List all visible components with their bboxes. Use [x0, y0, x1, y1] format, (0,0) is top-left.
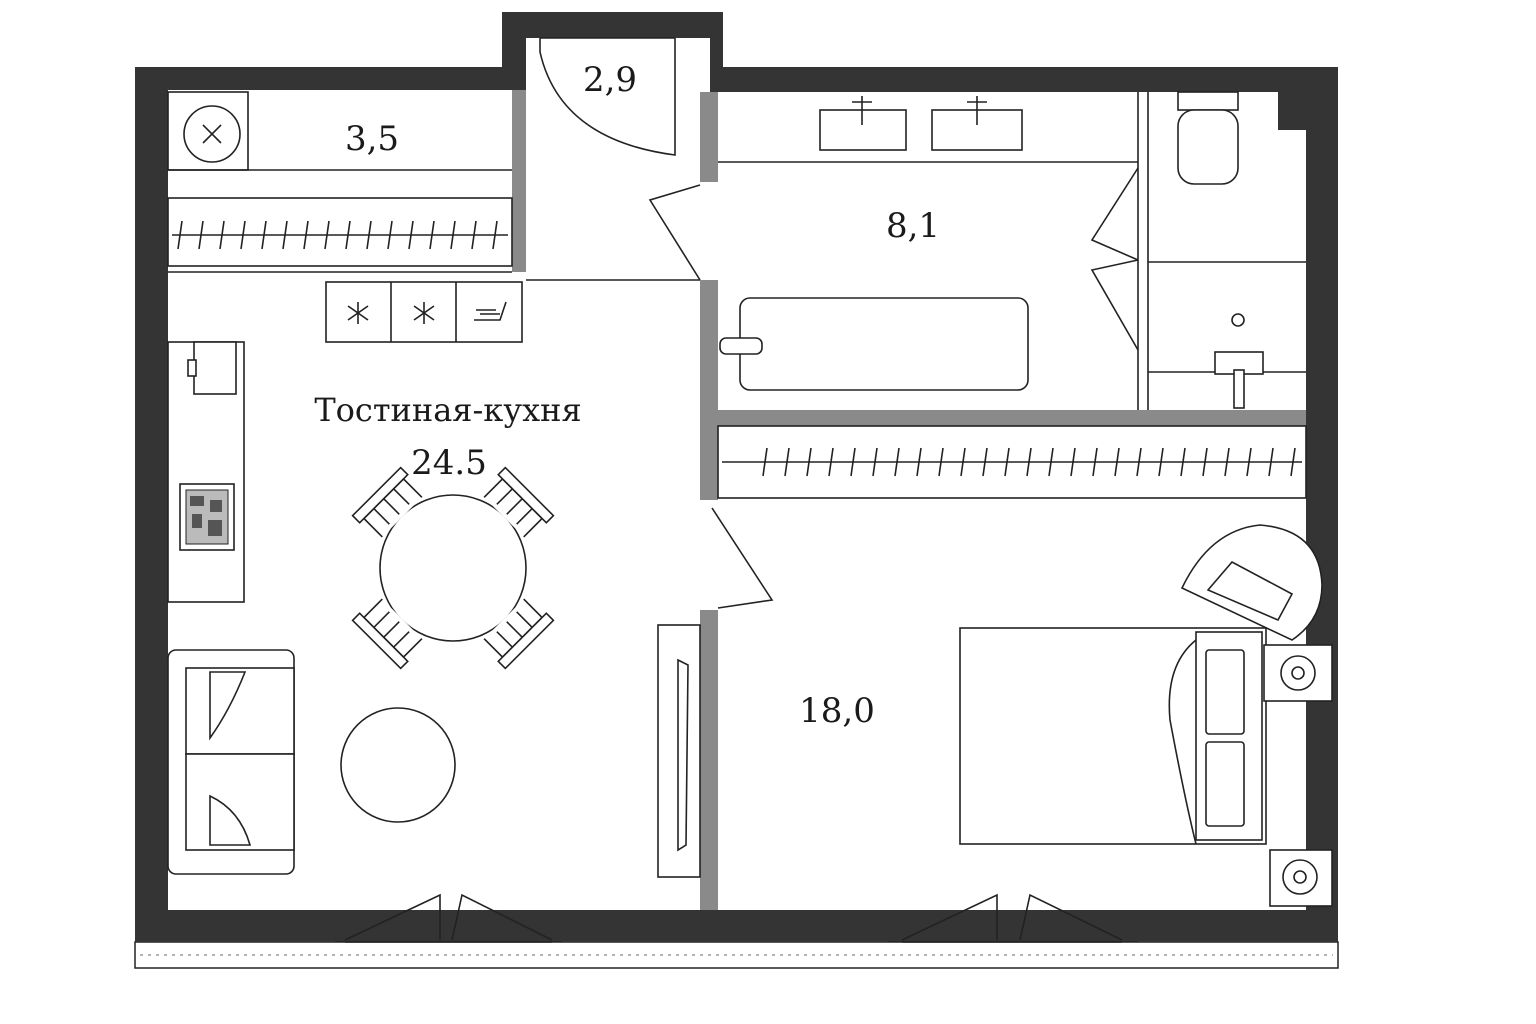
hanger-mark [1026, 447, 1032, 477]
hanger-mark [450, 220, 456, 250]
partitions [168, 90, 1306, 910]
bathroom-fixtures [718, 91, 1306, 410]
hanger-mark [471, 220, 477, 250]
living-kitchen-area-label: 24.5 [411, 443, 487, 483]
bedroom-wardrobe [717, 425, 1307, 499]
hanger-mark [784, 447, 790, 477]
sofa [167, 649, 295, 875]
hanger-mark [387, 220, 393, 250]
hanger-mark [1246, 447, 1252, 477]
hanger-mark [762, 447, 768, 477]
dining-chair [351, 598, 423, 670]
dining-set [351, 466, 555, 670]
hanger-mark [850, 447, 856, 477]
entrance-door [539, 37, 676, 156]
hanger-mark [492, 220, 498, 250]
storage-furniture [167, 91, 513, 267]
hanger-mark [219, 220, 225, 250]
hanger-mark [828, 447, 834, 477]
hanger-mark [1158, 447, 1164, 477]
hanger-mark [1136, 447, 1142, 477]
hanger-mark [1070, 447, 1076, 477]
hanger-mark [282, 220, 288, 250]
hanger-mark [960, 447, 966, 477]
hanger-mark [1268, 447, 1274, 477]
bedroom-area-label: 18,0 [799, 691, 875, 731]
round-coffee-table [340, 707, 456, 823]
hanger-mark [408, 220, 414, 250]
nightstand-top [1263, 644, 1333, 702]
bedroom-door [711, 507, 774, 609]
hanger-mark [177, 220, 183, 250]
tv-stand [657, 624, 701, 878]
hanger-mark [916, 447, 922, 477]
window-living [344, 893, 553, 943]
hanger-mark [198, 220, 204, 250]
hanger-mark [366, 220, 372, 250]
dining-chair [483, 598, 555, 670]
dining-chair [351, 466, 423, 538]
storage-area-label: 3,5 [345, 119, 399, 159]
window-strip [134, 910, 1339, 969]
hanger-mark [345, 220, 351, 250]
hanger-mark [240, 220, 246, 250]
hanger-mark [938, 447, 944, 477]
bathroom-area-label: 8,1 [886, 206, 940, 246]
hanger-mark [872, 447, 878, 477]
hanger-mark [1048, 447, 1054, 477]
armchair [1180, 524, 1323, 641]
living-kitchen-name-label: Тостиная-кухня [314, 391, 581, 429]
bed [959, 627, 1267, 845]
hanger-mark [1224, 447, 1230, 477]
hanger-mark [982, 447, 988, 477]
nightstand-bottom [1269, 849, 1333, 907]
hanger-mark [1290, 447, 1296, 477]
hanger-mark [894, 447, 900, 477]
hanger-mark [1202, 447, 1208, 477]
hanger-mark [1180, 447, 1186, 477]
bathroom-door [648, 184, 701, 281]
dining-chair [483, 466, 555, 538]
hanger-mark [303, 220, 309, 250]
hanger-mark [1114, 447, 1120, 477]
hanger-mark [1004, 447, 1010, 477]
hall-area-label: 2,9 [583, 60, 637, 100]
hanger-mark [429, 220, 435, 250]
hanger-mark [324, 220, 330, 250]
window-bedroom [901, 893, 1123, 943]
hanger-mark [806, 447, 812, 477]
hanger-mark [261, 220, 267, 250]
kitchen-furniture [167, 281, 523, 603]
hanger-mark [1092, 447, 1098, 477]
